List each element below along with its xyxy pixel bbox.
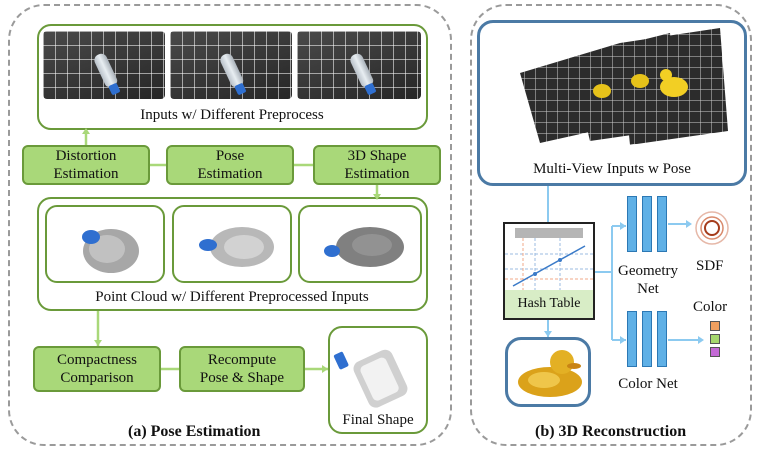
compactness-comparison-box: Compactness Comparison (33, 346, 161, 392)
hash-table-box: Hash Table (503, 222, 595, 320)
duck-frame (505, 337, 591, 407)
sdf-label: SDF (696, 258, 724, 274)
geometry-net-layer-2 (642, 196, 652, 252)
final-shape-label: Final Shape (342, 412, 414, 428)
color-label: Color (693, 299, 728, 315)
distortion-estimation-box: Distortion Estimation (22, 145, 150, 185)
inputs-frame: Inputs w/ Different Preprocess (37, 24, 428, 130)
color-swatch-green (710, 334, 720, 344)
duck-image (518, 350, 582, 397)
inputs-label: Inputs w/ Different Preprocess (140, 107, 324, 123)
recompute-box: Recompute Pose & Shape (179, 346, 305, 392)
point-cloud-shape-2 (199, 227, 274, 267)
pose-connectors (82, 128, 381, 373)
point-cloud-3 (298, 205, 422, 283)
multiview-label: Multi-View Inputs w Pose (533, 161, 691, 177)
multiview-images (520, 28, 728, 145)
input-image-2 (170, 31, 292, 99)
geometry-net-layer-1 (627, 196, 637, 252)
point-cloud-label: Point Cloud w/ Different Preprocessed In… (95, 289, 369, 305)
pose-estimation-panel (8, 4, 452, 446)
multiview-frame: Multi-View Inputs w Pose (477, 20, 747, 186)
shape-estimation-box: 3D Shape Estimation (313, 145, 441, 185)
input-image-3 (297, 31, 421, 99)
pose-estimation-box: Pose Estimation (166, 145, 294, 185)
geometry-net-layer-3 (657, 196, 667, 252)
final-shape-image (333, 349, 408, 408)
point-cloud-1 (45, 205, 165, 283)
final-shape-frame: Final Shape (328, 326, 428, 434)
color-swatch-orange (710, 321, 720, 331)
point-cloud-2 (172, 205, 292, 283)
color-net-layer-3 (657, 311, 667, 367)
pose-caption: (a) Pose Estimation (128, 423, 261, 440)
geometry-net-label: Geometry Net (618, 263, 678, 297)
hash-table-label: Hash Table (517, 296, 581, 311)
point-cloud-shape-1 (82, 229, 139, 273)
color-net-layer-1 (627, 311, 637, 367)
point-cloud-frame: Point Cloud w/ Different Preprocessed In… (37, 197, 428, 311)
reconstruction-caption: (b) 3D Reconstruction (535, 423, 687, 440)
sdf-icon (695, 211, 729, 245)
input-image-1 (43, 31, 165, 99)
hash-table-plot (505, 228, 593, 318)
reconstruction-panel (470, 4, 752, 446)
color-swatch-purple (710, 347, 720, 357)
color-net-layer-2 (642, 311, 652, 367)
color-net-label: Color Net (618, 376, 678, 392)
point-cloud-shape-3 (324, 227, 404, 267)
